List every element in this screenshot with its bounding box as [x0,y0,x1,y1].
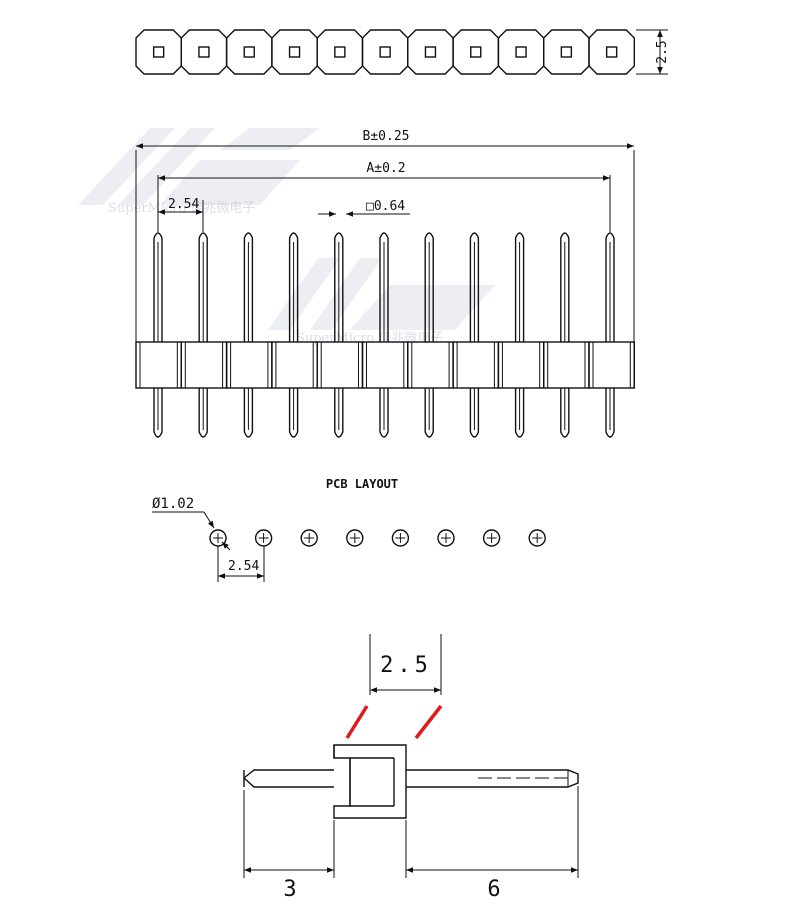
front-pin [288,232,299,438]
watermark-logo [78,128,495,330]
pcb-hole [346,529,364,547]
front-pin [334,232,344,438]
front-pin [243,232,254,438]
housing-segment [452,341,500,389]
front-pin [514,232,525,438]
dim-body-width: 2.5 [380,653,432,678]
front-pin [560,232,570,438]
top-pin-cell [361,29,409,75]
front-pin [424,232,434,438]
top-pin-cell [452,29,500,75]
housing-segment [407,341,454,389]
dim-hole-pitch: 2.54 [228,559,259,574]
pcb-hole [254,529,273,547]
pcb-hole [209,529,227,547]
highlight-line [414,704,443,740]
housing-segment [271,341,318,389]
front-pin [198,232,208,438]
dim-pitch: 2.54 [168,197,199,212]
pcb-layout-title: PCB LAYOUT [326,477,398,491]
housing-segment [588,341,635,389]
top-pin-cell [407,29,454,75]
top-pin-cell [180,29,228,75]
pcb-hole [437,529,455,547]
dim-a: A±0.2 [366,161,405,176]
front-view: B±0.25 A±0.2 2.54 □0.64 [135,129,635,438]
pcb-layout: PCB LAYOUT Ø1.02 2.54 [152,477,546,582]
pcb-hole [391,529,410,547]
top-pin-cell [271,29,318,75]
pcb-hole [482,529,501,547]
housing-segment [135,341,182,389]
dim-b: B±0.25 [363,129,410,144]
dim-tail-length: 3 [283,877,296,902]
dim-pin-length: 6 [487,877,500,902]
top-height-dim: 2.5 [655,40,670,63]
pcb-hole [528,529,546,547]
side-view: 2.5 3 6 [243,634,579,902]
top-pin-cell [135,29,183,75]
highlight-line [345,705,369,739]
top-pin-cell [316,29,364,75]
pcb-hole [300,529,318,547]
front-pin [469,232,480,438]
watermark-text: SuperMicro 佳兆微电子 [296,331,443,346]
housing-segment [497,341,545,389]
housing-segment [361,341,409,389]
top-pin-cell [543,29,590,75]
housing-segment [543,341,590,389]
front-pin [605,232,615,438]
housing-segment [316,341,364,389]
dim-pin-size: □0.64 [366,199,405,214]
housing-segment [225,341,273,389]
top-view: 2.5 [135,29,670,75]
housing-segment [180,341,228,389]
top-pin-cell [497,29,545,75]
dim-hole-diameter: Ø1.02 [152,496,194,512]
top-pin-cell [225,29,273,75]
front-pin [153,232,163,438]
watermark-text: SuperMicro 佳兆微电子 [108,201,255,216]
front-pin [379,232,389,438]
top-pin-cell [588,29,635,75]
